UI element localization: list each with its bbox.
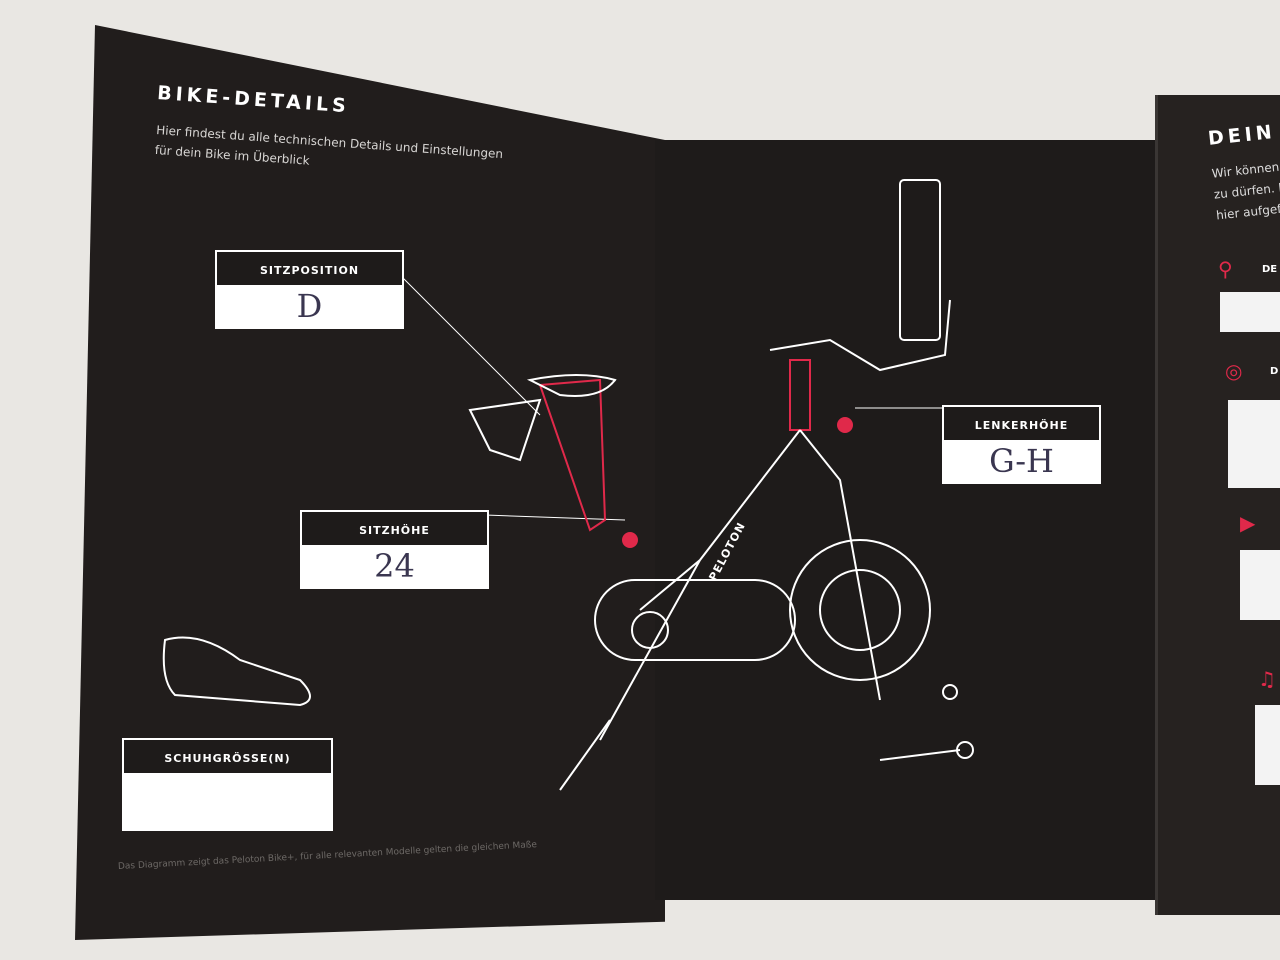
field-sitzposition: SITZPOSITION D — [215, 250, 404, 329]
field-label: SITZPOSITION — [217, 252, 402, 285]
field-label: LENKERHÖHE — [944, 407, 1099, 440]
headset-icon: ◎ — [1225, 359, 1243, 383]
right-field[interactable] — [1255, 705, 1280, 785]
music-icon: ♫ — [1258, 667, 1276, 691]
field-value[interactable]: D — [296, 287, 323, 325]
field-value[interactable]: 24 — [374, 547, 415, 585]
item-label: D — [1270, 366, 1279, 377]
item-label: DE — [1262, 264, 1278, 275]
field-label: SCHUHGRÖSSE(N) — [124, 740, 331, 773]
field-schuhgroesse: SCHUHGRÖSSE(N) — [122, 738, 333, 831]
field-label: SITZHÖHE — [302, 512, 487, 545]
play-icon: ▶ — [1240, 511, 1256, 535]
middle-page — [655, 140, 1200, 900]
right-field[interactable] — [1228, 400, 1280, 488]
right-field[interactable] — [1220, 292, 1280, 332]
right-header: DEIN T Wir können e zu dürfen. E hier au… — [1207, 118, 1280, 226]
right-field[interactable] — [1240, 550, 1280, 620]
field-sitzhoehe: SITZHÖHE 24 — [300, 510, 489, 589]
field-lenkerhoehe: LENKERHÖHE G-H — [942, 405, 1101, 484]
right-text: Wir können e zu dürfen. E hier aufgefü — [1211, 154, 1280, 227]
field-value[interactable]: G-H — [989, 442, 1054, 480]
field-value[interactable] — [124, 773, 331, 829]
bike-icon: ⚲ — [1218, 257, 1233, 281]
